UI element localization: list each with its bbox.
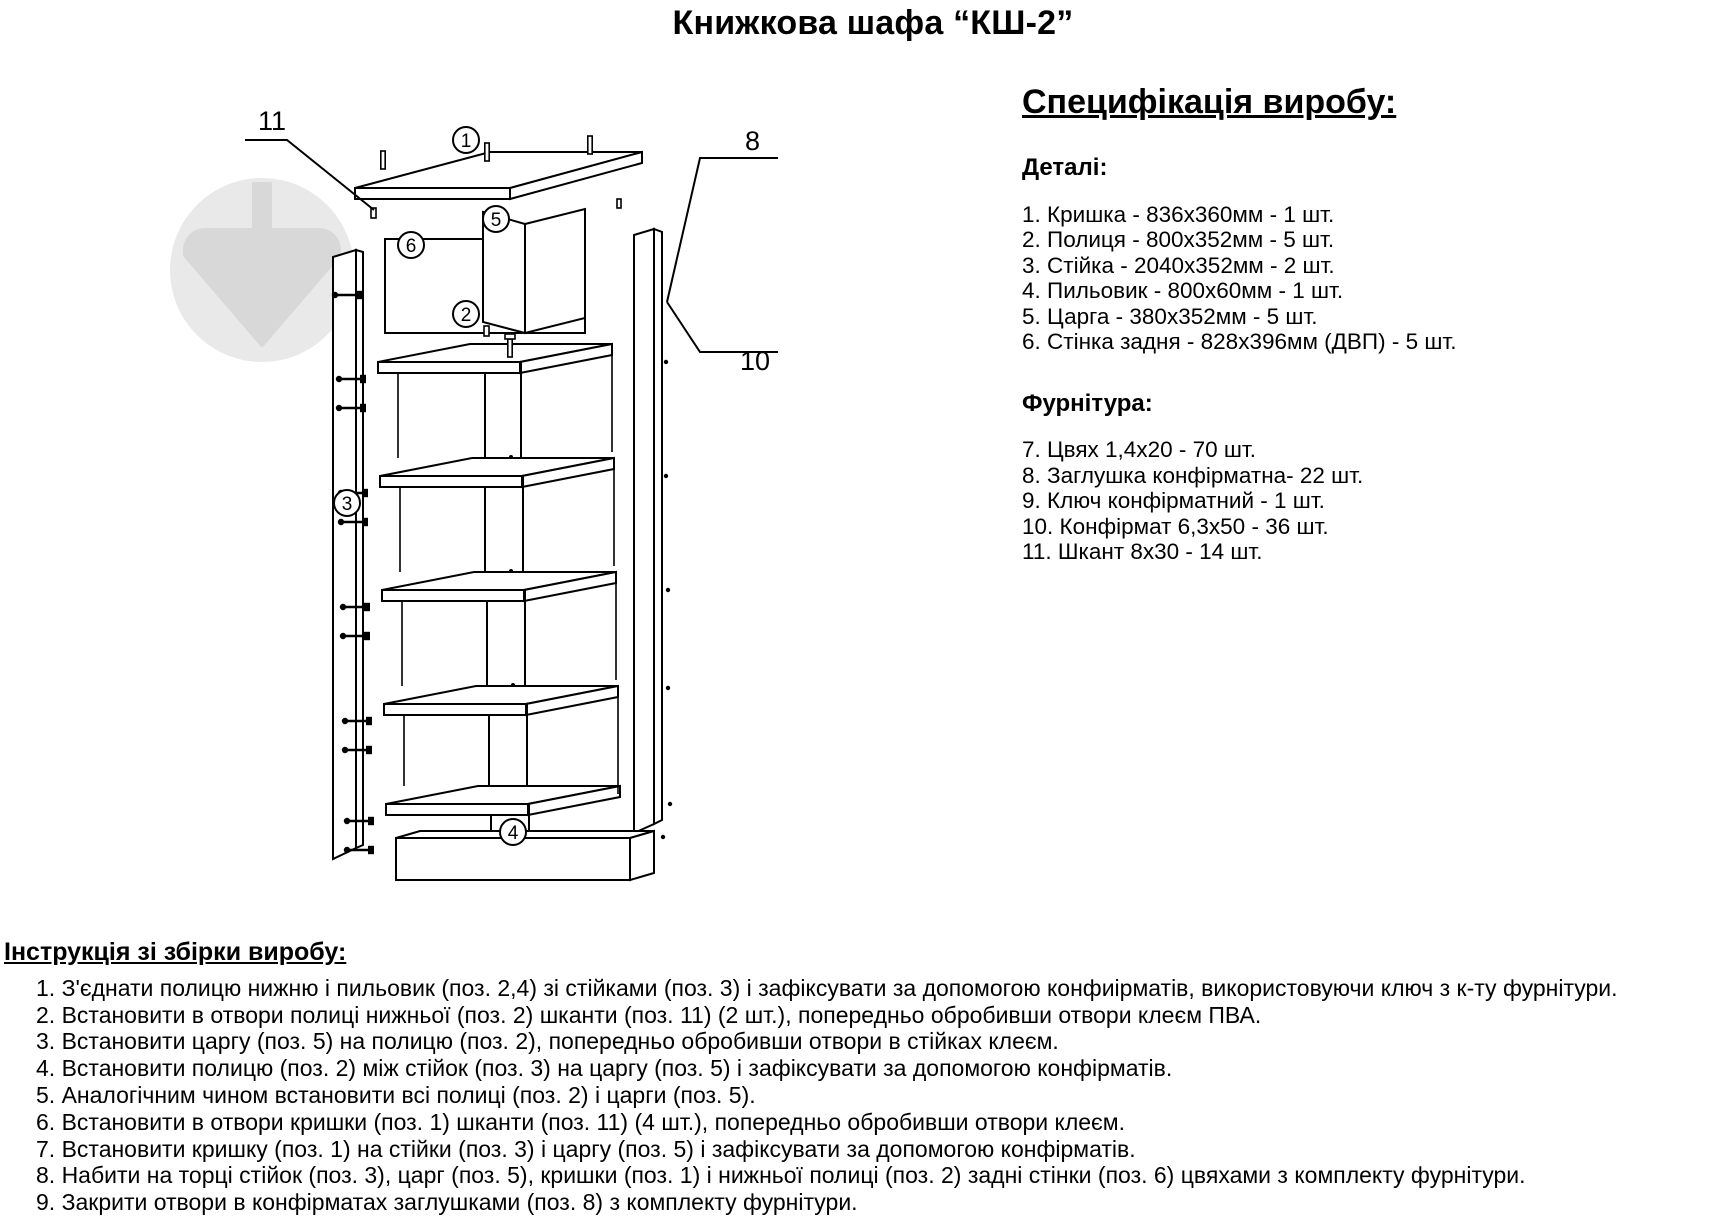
confirmat-markers-right xyxy=(660,359,673,840)
watermark-shape-left xyxy=(183,182,341,348)
callout-back-wall: 6 xyxy=(397,231,425,259)
specification-heading: Специфікація виробу: xyxy=(1022,83,1397,121)
callout-divider: 5 xyxy=(482,205,510,233)
hardware-list: 7. Цвях 1,4х20 - 70 шт. 8. Заглушка конф… xyxy=(1022,437,1712,565)
part-shelf-4 xyxy=(383,684,619,717)
parts-heading: Деталі: xyxy=(1022,154,1108,182)
instruction-step: 2. Встановити в отвори полиці нижньої (п… xyxy=(36,1001,1262,1028)
hardware-list-item: 10. Конфірмат 6,3х50 - 36 шт. xyxy=(1022,513,1329,539)
instruction-step: 1. З'єднати полицю нижню і пильовик (поз… xyxy=(36,974,1618,1001)
part-divider-upper xyxy=(482,207,586,335)
page-title: Книжкова шафа “КШ-2” xyxy=(672,4,1074,42)
dowel-pins-column xyxy=(483,325,516,358)
outer-labels: 11 8 10 xyxy=(258,106,770,376)
callout-dust-rail-label: 4 xyxy=(508,823,519,844)
instruction-step: 5. Аналогічним чином встановити всі поли… xyxy=(36,1081,756,1108)
callout-dust-rail: 4 xyxy=(499,818,527,846)
part-shelf-2 xyxy=(379,456,615,489)
confirmat-top-right xyxy=(616,198,622,209)
instructions-heading: Інструкція зі збірки виробу: xyxy=(4,938,347,966)
part-divider-column xyxy=(484,362,530,852)
specification-panel: Специфікація виробу: Деталі: 1. Кришка -… xyxy=(1022,83,1712,565)
assembly-diagram: 1 5 6 2 3 xyxy=(0,52,1010,932)
hardware-list-item: 7. Цвях 1,4х20 - 70 шт. xyxy=(1022,437,1256,463)
instructions-section: Інструкція зі збірки виробу: 1. З'єднати… xyxy=(4,938,1726,1216)
instruction-step: 6. Встановити в отвори кришки (поз. 1) ш… xyxy=(36,1108,1125,1135)
label-confirmat-10: 10 xyxy=(740,346,770,376)
parts-list-item: 5. Царга - 380х352мм - 5 шт. xyxy=(1022,303,1318,329)
instruction-step: 4. Встановити полицю (поз. 2) між стійок… xyxy=(36,1055,1173,1082)
callout-divider-label: 5 xyxy=(491,210,502,231)
hardware-heading: Фурнітура: xyxy=(1022,389,1153,417)
callout-top-panel: 1 xyxy=(452,126,480,154)
hardware-list-item: 8. Заглушка конфірматна- 22 шт. xyxy=(1022,462,1364,488)
label-cap-8: 8 xyxy=(745,126,760,156)
parts-list-item: 6. Стінка задня - 828х396мм (ДВП) - 5 шт… xyxy=(1022,329,1457,355)
label-dowel-11: 11 xyxy=(258,106,286,136)
confirmat-markers-divider xyxy=(509,455,515,687)
parts-list-item: 2. Полиця - 800х352мм - 5 шт. xyxy=(1022,227,1335,253)
instruction-step: 8. Набити на торці стійок (поз. 3), царг… xyxy=(36,1162,1526,1189)
instruction-step: 9. Закрити отвори в конфірматах заглушка… xyxy=(36,1189,858,1216)
parts-list-item: 3. Стійка - 2040х352мм - 2 шт. xyxy=(1022,252,1335,278)
instruction-step: 3. Встановити царгу (поз. 5) на полицю (… xyxy=(36,1028,1059,1055)
part-shelf-3 xyxy=(381,570,617,603)
dowel-marker-left xyxy=(370,207,377,219)
parts-list-item: 4. Пильовик - 800х60мм - 1 шт. xyxy=(1022,278,1344,304)
callout-shelf-label: 2 xyxy=(461,305,472,326)
part-side-panel-left xyxy=(332,248,364,861)
part-dust-rail xyxy=(395,829,655,882)
instruction-list: 1. З'єднати полицю нижню і пильовик (поз… xyxy=(4,975,1726,1216)
hardware-list-item: 9. Ключ конфірматний - 1 шт. xyxy=(1022,488,1325,514)
leader-lines xyxy=(245,139,778,353)
part-side-panel-right xyxy=(633,227,663,835)
part-shelf-5 xyxy=(385,784,621,817)
callout-side-panel-label: 3 xyxy=(342,494,353,515)
hardware-list-item: 11. Шкант 8х30 - 14 шт. xyxy=(1022,539,1263,565)
instruction-step: 7. Встановити кришку (поз. 1) на стійки … xyxy=(36,1135,1136,1162)
callout-shelf: 2 xyxy=(452,300,480,328)
part-shelf-1 xyxy=(377,342,613,375)
parts-list-item: 1. Кришка - 836х360мм - 1 шт. xyxy=(1022,201,1335,227)
parts-list: 1. Кришка - 836х360мм - 1 шт. 2. Полиця … xyxy=(1022,202,1712,355)
callout-top-panel-label: 1 xyxy=(461,131,472,152)
callout-side-panel: 3 xyxy=(333,489,361,517)
callout-group: 1 5 6 2 3 xyxy=(333,126,527,846)
part-top-panel xyxy=(354,150,643,201)
callout-back-wall-label: 6 xyxy=(406,236,417,257)
shelf-cell-edges xyxy=(397,355,619,794)
